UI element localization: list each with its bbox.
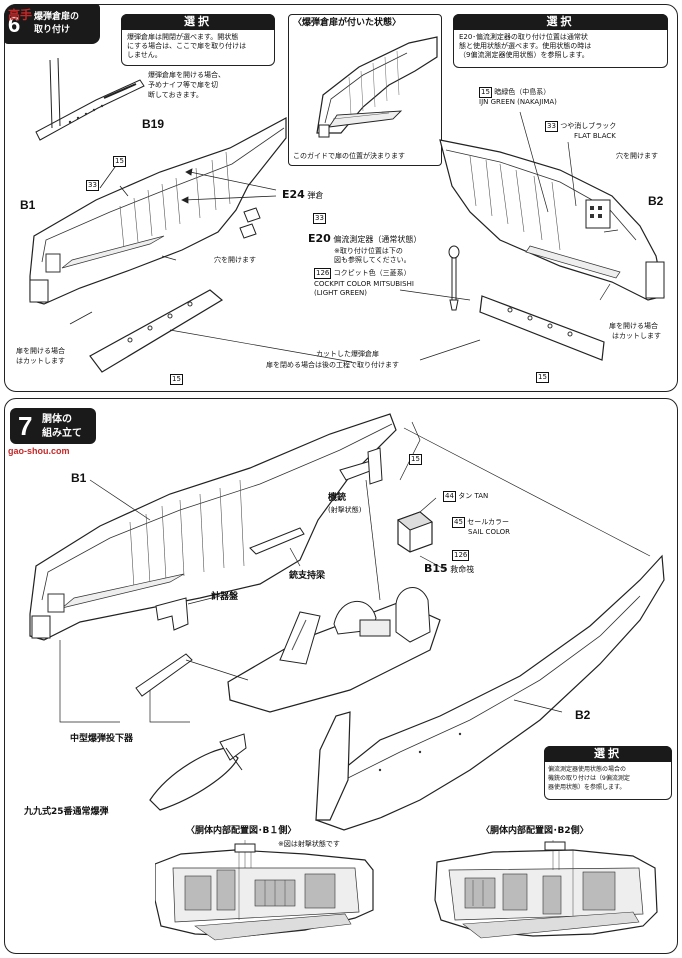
- gun-label: 機銃: [328, 493, 347, 503]
- interior-b1-diagram: [155, 840, 374, 941]
- color-126-en1: COCKPIT COLOR MITSUBISHI: [314, 280, 414, 288]
- color-126-en2: (LIGHT GREEN): [314, 289, 367, 297]
- instrument-label: 計器盤: [211, 592, 239, 602]
- step7-title-line1: 胴体の: [42, 414, 72, 425]
- interior-b2-title: 〈胴体内部配置図･B2側〉: [481, 826, 589, 836]
- bomb-release-rack: [135, 653, 193, 697]
- b15-label: B15 救命筏: [424, 562, 475, 575]
- tan-label: 44 タン TAN: [443, 491, 488, 502]
- label-b2-step7: B2: [575, 708, 591, 722]
- gun-note: (射撃状態): [328, 506, 362, 514]
- step7-header: 7 胴体の 組み立て: [10, 408, 96, 444]
- interior-b2-diagram: [434, 840, 658, 939]
- flat-black-en: FLAT BLACK: [574, 132, 616, 140]
- e20-part: [448, 245, 460, 311]
- step6-drawing: [29, 57, 665, 373]
- note-open-3: 断しておきます。: [148, 91, 203, 99]
- sail-en: SAIL COLOR: [468, 528, 510, 536]
- door-right: [479, 295, 605, 361]
- b19-part: [35, 57, 145, 141]
- interior-note: ※図は射撃状態です: [278, 840, 340, 848]
- step6-center-box: 〈爆弾倉扉が付いた状態〉 このガイドで扉の位置が決まります: [288, 14, 442, 166]
- watermark-url: gao-shou.com: [8, 446, 70, 456]
- center-box-fuselage-drawing: [316, 36, 438, 138]
- gun-support-beam: [249, 527, 305, 555]
- badge-door-left: 15: [170, 366, 183, 385]
- center-box-caption: このガイドで扉の位置が決まります: [293, 152, 405, 160]
- center-box-title: 〈爆弾倉扉が付いた状態〉: [293, 18, 402, 28]
- select-left-header: 選択: [121, 14, 275, 30]
- badge-15-step6: 15: [113, 148, 126, 167]
- sail-label: 45 セールカラー: [452, 517, 509, 528]
- door-left: [89, 289, 224, 373]
- hole-right: 穴を開けます: [616, 152, 658, 160]
- watermark-logo: 高手: [8, 8, 33, 22]
- e24-label: E24 弾倉: [282, 188, 324, 201]
- color-126-label: 126 コクピット色（三菱系）: [314, 268, 411, 279]
- cut-left-1: 扉を開ける場合: [16, 347, 65, 355]
- label-b19: B19: [142, 117, 165, 131]
- badge-126-step7: 126: [452, 550, 470, 561]
- e20-note-1: ※取り付け位置は下の: [334, 247, 403, 255]
- select-left-text-3: しません。: [127, 51, 162, 59]
- note-open-2: 予めナイフ等で扉を切: [148, 81, 218, 89]
- e24-parts: [239, 207, 261, 239]
- machine-gun: [339, 447, 383, 485]
- bomb-label: 九九式25番通常爆弾: [24, 807, 109, 817]
- step7-select-box: 選択 偏流測定器使用状態の場合の 機銃の取り付けは（9偏流測定 器使用状態）を参…: [544, 746, 672, 800]
- interior-b1-title: 〈胴体内部配置図･B１側〉: [186, 826, 297, 836]
- step6-number: 6: [8, 12, 21, 37]
- b2-fuselage-step6: [439, 139, 665, 301]
- badge-33-step6: 33: [86, 172, 99, 191]
- e20-label: E20 偏流測定器（通常状態）: [308, 232, 422, 245]
- e20-note-2: 図も参照してください。: [334, 256, 411, 264]
- cut-right-2: はカットします: [612, 332, 661, 340]
- step7-select-header: 選択: [544, 746, 672, 762]
- step6-select-right: 選択 E20･偏流測定器の取り付け位置は通常状 態と使用状態が選べます。使用状態…: [453, 14, 668, 68]
- hole-left: 穴を開けます: [214, 256, 256, 264]
- cut-left-2: はカットします: [16, 357, 65, 365]
- ijn-en: IJN GREEN (NAKAJIMA): [479, 98, 557, 106]
- step6-select-left: 選択 爆弾倉扉は開閉が選べます。開状態 にする場合は、ここで扉を取り付けは しま…: [121, 14, 275, 66]
- ijn-label: 15 暗緑色（中島系）: [479, 87, 550, 98]
- select-right-header: 選択: [453, 14, 668, 30]
- select-right-text-3: （9偏流測定器使用状態）を参照します。: [459, 51, 589, 59]
- b1-fuselage-step6: [29, 116, 287, 305]
- door-cut-label: カットした爆弾倉扉: [316, 350, 379, 358]
- step6-header: 6 爆弾倉扉の 取り付け: [4, 4, 100, 44]
- select-right-text-1: E20･偏流測定器の取り付け位置は通常状: [459, 33, 588, 41]
- door-note: 扉を閉める場合は後の工程で取り付けます: [266, 361, 399, 369]
- cut-right-1: 扉を開ける場合: [609, 322, 658, 330]
- step7-title-line2: 組み立て: [42, 428, 82, 439]
- b2-fuselage-step7: [315, 554, 665, 831]
- gun-mount-label: 銃支持梁: [289, 571, 326, 581]
- cockpit-floor: [227, 587, 441, 713]
- instrument-panel: [155, 597, 189, 631]
- note-open-1: 爆弾倉扉を開ける場合、: [148, 71, 225, 79]
- select-left-text-1: 爆弾倉扉は開閉が選べます。開状態: [127, 33, 239, 41]
- flat-black-label: 33 つや消しブラック: [545, 121, 616, 132]
- label-b1-step7: B1: [71, 471, 87, 485]
- step6-title-line2: 取り付け: [34, 25, 71, 35]
- badge-e24: 33: [313, 205, 326, 224]
- select-right-text-2: 態と使用状態が選べます。使用状態の時は: [459, 42, 592, 50]
- step7-select-text-3: 器使用状態）を参照します。: [548, 784, 626, 791]
- badge-15-step7: 15: [409, 446, 422, 465]
- step7-number: 7: [18, 411, 33, 441]
- label-b2-step6: B2: [648, 194, 664, 208]
- bomb-release-label: 中型爆弾投下器: [70, 734, 134, 744]
- raft-b15: [397, 511, 433, 553]
- bomb: [149, 733, 247, 811]
- step7-select-text-2: 機銃の取り付けは（9偏流測定: [548, 775, 630, 782]
- b1-fuselage-step7: [29, 413, 397, 641]
- step6-title-line1: 爆弾倉扉の: [34, 12, 80, 22]
- step7-select-text-1: 偏流測定器使用状態の場合の: [548, 766, 627, 773]
- label-b1-step6: B1: [20, 198, 36, 212]
- badge-door-right: 15: [536, 364, 549, 383]
- select-left-text-2: にする場合は、ここで扉を取り付けは: [127, 42, 247, 50]
